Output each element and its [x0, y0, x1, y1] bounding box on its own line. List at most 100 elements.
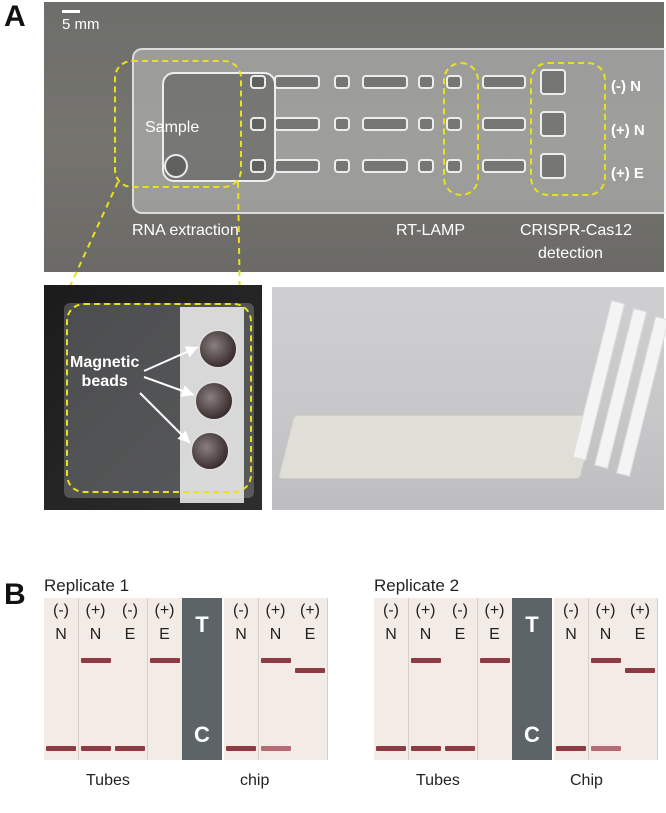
detection-label: detection: [538, 245, 603, 262]
strip-sign-label: (+): [85, 602, 106, 619]
magnetic-bead-well-1: [198, 329, 238, 369]
chip-side-view: [278, 415, 596, 479]
channel-well: [334, 75, 350, 89]
strip-target-label: N: [385, 626, 397, 643]
control-band: [376, 746, 406, 751]
strip-target-label: N: [269, 626, 282, 643]
channel-well: [274, 159, 320, 173]
magnetic-beads-photo: Magnetic beads: [44, 285, 262, 510]
test-band: [80, 658, 111, 663]
test-band: [590, 658, 621, 663]
rep2-chip-label: Chip: [570, 772, 603, 789]
scale-bar: [62, 10, 80, 13]
channel-well: [540, 69, 566, 95]
lateral-flow-strip: (-) E: [443, 598, 478, 760]
strip-sign-label: (+): [595, 602, 616, 619]
strip-sign-label: (+): [154, 602, 175, 619]
test-band: [479, 658, 510, 663]
bead-arrows: [139, 346, 199, 444]
channel-well: [334, 159, 350, 173]
control-band: [46, 746, 76, 751]
replicate-1-label: Replicate 1: [44, 576, 130, 595]
rt-lamp-outline: [443, 62, 479, 196]
channel-well: [362, 117, 408, 131]
channel-well: [446, 117, 462, 131]
control-reference-strip-2: T C: [512, 598, 552, 760]
channel-well: [250, 159, 266, 173]
strip-sign-label: (-): [563, 602, 579, 619]
strip-target-label: N: [599, 626, 612, 643]
rep2-tubes-label: Tubes: [416, 772, 460, 789]
test-line-label: T: [195, 612, 209, 637]
channel-well: [250, 117, 266, 131]
channel-well: [418, 159, 434, 173]
lateral-flow-strip: (+) N: [588, 598, 624, 760]
replicate-2-label: Replicate 2: [374, 576, 460, 595]
strip-target-label: E: [634, 626, 646, 643]
lateral-flow-strip: (+)N: [78, 598, 114, 760]
rt-lamp-label: RT-LAMP: [396, 222, 466, 239]
beads-label-line1: Magnetic: [70, 354, 140, 371]
channel-well: [274, 117, 320, 131]
strip-sign-label: (+): [630, 602, 650, 619]
strip-sign-label: (+): [300, 602, 320, 619]
lateral-flow-strip: (+) N: [408, 598, 444, 760]
control-band: [556, 746, 586, 751]
lateral-flow-strip: (-) E: [113, 598, 148, 760]
channel-well: [418, 75, 434, 89]
rna-extraction-outline: [114, 60, 242, 188]
test-band: [149, 658, 180, 663]
strip-sign-label: (-): [122, 602, 138, 619]
test-band: [625, 668, 655, 673]
magnetic-bead-well-2: [194, 381, 234, 421]
channel-well: [362, 75, 408, 89]
magnetic-beads-label: Magnetic beads: [70, 353, 139, 391]
channel-well: [446, 159, 462, 173]
control-band: [445, 746, 475, 751]
strip-sign-label: (-): [383, 602, 399, 619]
lane-label-pos-n: (+) N: [611, 122, 645, 139]
strip-sign-label: (+): [265, 602, 286, 619]
strip-target-label: E: [304, 626, 316, 643]
channel-well: [418, 117, 434, 131]
strip-target-label: N: [55, 626, 67, 643]
panel-label-a: A: [4, 0, 26, 33]
test-band: [410, 658, 441, 663]
beads-label-line2: beads: [81, 373, 128, 390]
rep1-tubes-label: Tubes: [86, 772, 130, 789]
sample-port: [164, 154, 188, 178]
lateral-flow-strip: (+) E: [147, 598, 183, 760]
strip-sign-label: (-): [452, 602, 468, 619]
test-line-label: T: [525, 612, 539, 637]
lane-label-pos-e: (+) E: [611, 165, 644, 182]
control-band: [80, 746, 111, 751]
panel-label-b: B: [4, 578, 26, 611]
strip-target-label: E: [124, 626, 136, 643]
channel-well: [274, 75, 320, 89]
lateral-flow-strip: (-) N: [554, 598, 589, 760]
channel-well: [540, 111, 566, 137]
sample-label: Sample: [145, 119, 200, 136]
test-band: [295, 668, 325, 673]
control-band: [410, 746, 441, 751]
lateral-flow-strip: (-)N: [224, 598, 259, 760]
lateral-flow-strip: (+)E: [477, 598, 513, 760]
strip-target-label: N: [419, 626, 432, 643]
rep1-chip-label: chip: [240, 772, 270, 789]
strip-target-label: N: [235, 626, 247, 643]
crispr-outline: [530, 62, 606, 196]
strip-target-label: E: [454, 626, 466, 643]
control-band: [260, 746, 291, 751]
strip-target-label: N: [565, 626, 577, 643]
extraction-closeup-outline: [66, 303, 252, 493]
channel-well: [362, 159, 408, 173]
channel-well: [482, 75, 526, 89]
control-reference-strip-1: T C: [182, 598, 222, 760]
channel-well: [482, 117, 526, 131]
strip-sign-label: (+): [415, 602, 436, 619]
control-line-label: C: [524, 722, 540, 747]
channel-well: [446, 75, 462, 89]
strip-sign-label: (-): [53, 602, 69, 619]
channel-well: [482, 159, 526, 173]
strip-target-label: E: [159, 626, 170, 643]
